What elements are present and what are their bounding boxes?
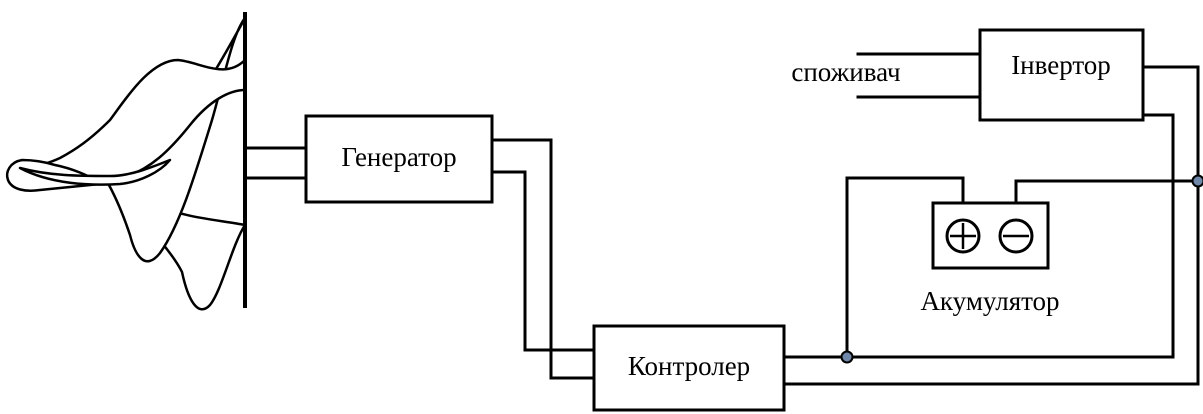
- inverter-block: Інвертор: [978, 28, 1145, 122]
- inverter-label: Інвертор: [1011, 50, 1111, 80]
- controller-label: Контролер: [628, 351, 750, 381]
- controller-bus-upper: [782, 113, 1175, 359]
- controller-bus-lower: [782, 65, 1200, 386]
- turbine-hub-fold: [18, 158, 172, 186]
- plus-terminal-icon: [945, 218, 981, 254]
- generator-controller-wire-outer: [490, 138, 596, 380]
- battery-block: Акумулятор: [920, 201, 1060, 316]
- generator-label: Генератор: [341, 142, 456, 172]
- minus-terminal-icon: [998, 218, 1034, 254]
- battery-positive-wire: [845, 176, 965, 359]
- consumer-label: споживач: [791, 57, 900, 87]
- controller-block: Контролер: [592, 324, 786, 412]
- battery-negative-wire: [1014, 179, 1200, 205]
- battery-label: Акумулятор: [920, 286, 1059, 316]
- generator-block: Генератор: [304, 114, 494, 204]
- junction-node-right: [1191, 174, 1203, 188]
- junction-node-left: [840, 350, 854, 364]
- spiral-turbine-icon: [5, 12, 247, 311]
- generator-controller-wire-inner: [490, 170, 596, 352]
